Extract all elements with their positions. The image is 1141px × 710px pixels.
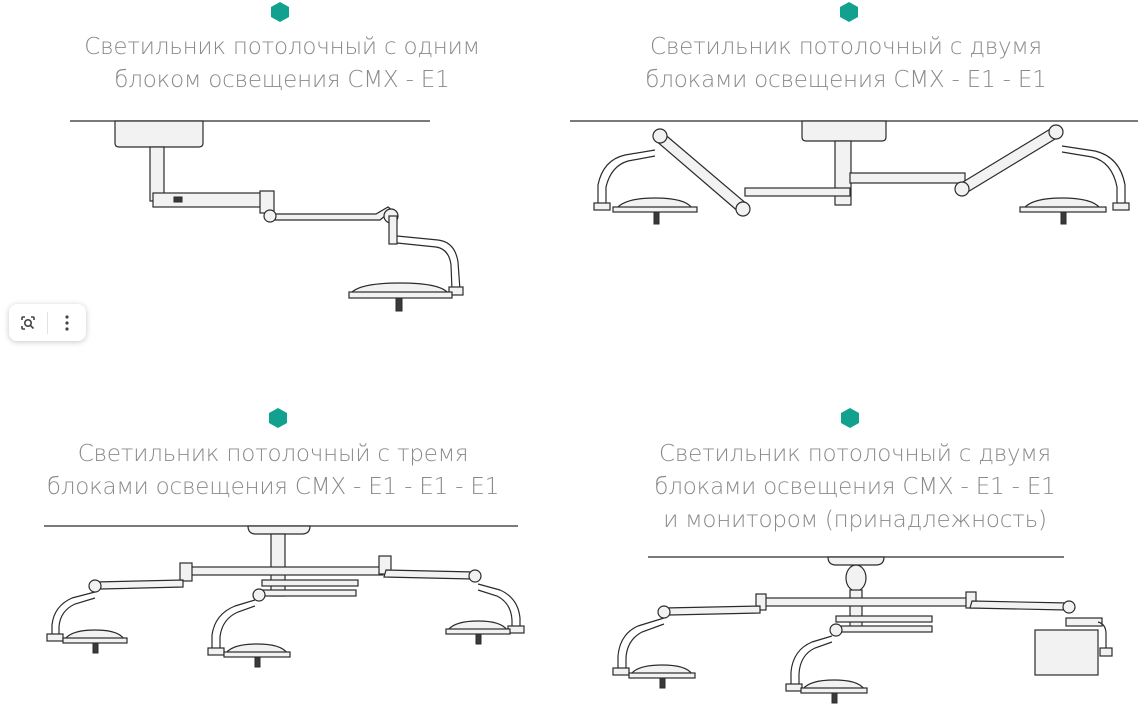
toolbar-divider [47, 311, 48, 334]
panel-title: Светильник потолочный с двумя блоками ос… [626, 31, 1066, 97]
more-vertical-icon [65, 314, 69, 331]
title-line: блоками освещения СМХ - Е1 - Е1 - Е1 [46, 474, 500, 500]
title-line: Светильник потолочный с двумя [650, 34, 1042, 60]
lens-icon [21, 315, 35, 330]
title-line: блоками освещения СМХ - Е1 - Е1 [654, 474, 1056, 500]
hex-marker-icon [269, 408, 287, 428]
panel-title: Светильник потолочный с двумя блоками ос… [630, 438, 1080, 537]
title-line: блоком освещения СМХ - Е1 [114, 67, 450, 93]
hex-marker-icon [271, 2, 289, 22]
lens-search-button[interactable] [9, 304, 47, 341]
title-line: и монитором (принадлежность) [663, 507, 1047, 533]
image-toolbar [9, 304, 86, 341]
more-options-button[interactable] [48, 304, 86, 341]
title-line: Светильник потолочный с двумя [659, 441, 1051, 467]
panel-title: Светильник потолочный с одним блоком осв… [62, 31, 502, 97]
hex-marker-icon [841, 408, 859, 428]
title-line: Светильник потолочный с тремя [77, 441, 469, 467]
hex-marker-icon [840, 2, 858, 22]
panel-title: Светильник потолочный с тремя блоками ос… [33, 438, 513, 504]
title-line: блоками освещения СМХ - Е1 - Е1 [645, 67, 1047, 93]
title-line: Светильник потолочный с одним [84, 34, 480, 60]
